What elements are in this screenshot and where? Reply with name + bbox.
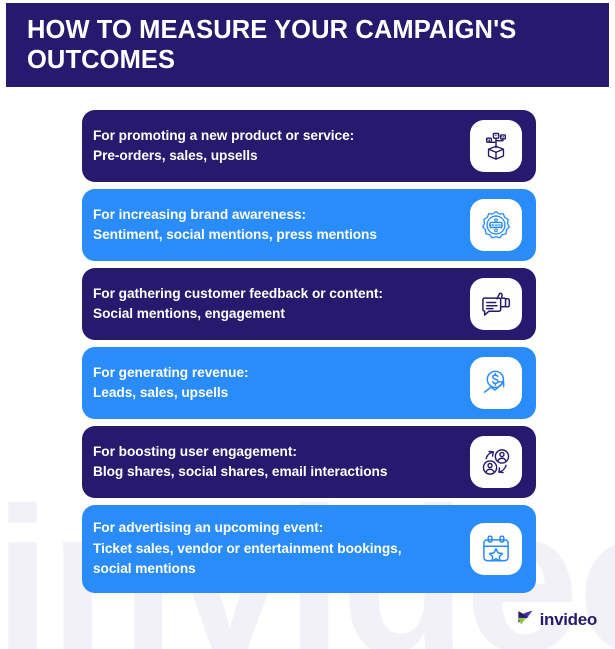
outcome-card-text: For increasing brand awareness: Sentiment…: [93, 192, 470, 259]
outcome-card[interactable]: For increasing brand awareness: Sentiment…: [82, 189, 536, 261]
revenue-growth-dollar-icon: [470, 357, 522, 409]
outcome-card-line: For gathering customer feedback or conte…: [93, 285, 383, 301]
user-engagement-cycle-icon: [470, 436, 522, 488]
invideo-logo-mark: [516, 608, 535, 632]
outcome-card-line: For promoting a new product or service:: [93, 127, 355, 143]
outcome-card-line: Sentiment, social mentions, press mentio…: [93, 227, 377, 242]
product-box-network-icon: [470, 120, 522, 172]
outcome-card-line: Social mentions, engagement: [93, 306, 285, 321]
header-bar: How to measure your campaign's outcomes: [6, 3, 609, 87]
outcome-card-text: For generating revenue: Leads, sales, ups…: [93, 350, 470, 417]
outcome-card-line: For advertising an upcoming event:: [93, 520, 324, 535]
calendar-star-event-icon: [470, 522, 522, 575]
brand-badge-icon: BRAND: [470, 199, 522, 251]
outcome-card-line: For increasing brand awareness:: [93, 206, 306, 222]
outcome-card-text: For gathering customer feedback or conte…: [93, 271, 470, 338]
outcome-card-line: For boosting user engagement:: [93, 443, 297, 459]
outcome-card[interactable]: For gathering customer feedback or conte…: [82, 268, 536, 340]
feedback-thumbs-up-icon: [470, 278, 522, 330]
invideo-logo[interactable]: invideo: [516, 608, 597, 632]
outcome-card-text: For boosting user engagement: Blog shares…: [93, 429, 470, 496]
outcome-card-line: Ticket sales, vendor or entertainment bo…: [93, 540, 402, 556]
outcome-card-line: For generating revenue:: [93, 364, 249, 380]
outcome-card-text: For promoting a new product or service: P…: [93, 113, 470, 180]
outcome-card-line: social mentions: [93, 561, 196, 576]
outcome-card[interactable]: For boosting user engagement: Blog shares…: [82, 426, 536, 498]
outcome-card-text: For advertising an upcoming event: Ticket…: [93, 505, 470, 593]
outcome-card-line: Leads, sales, upsells: [93, 385, 229, 400]
outcome-card[interactable]: For generating revenue: Leads, sales, ups…: [82, 347, 536, 419]
invideo-logo-text: invideo: [539, 610, 598, 629]
outcome-card-line: Blog shares, social shares, email intera…: [93, 464, 388, 479]
page-title: How to measure your campaign's outcomes: [27, 16, 517, 74]
card-list: For promoting a new product or service: P…: [82, 110, 536, 600]
svg-text:BRAND: BRAND: [489, 222, 503, 227]
outcome-card[interactable]: For promoting a new product or service: P…: [82, 110, 536, 182]
outcome-card[interactable]: For advertising an upcoming event: Ticket…: [82, 505, 536, 593]
outcome-card-line: Pre-orders, sales, upsells: [93, 148, 258, 163]
